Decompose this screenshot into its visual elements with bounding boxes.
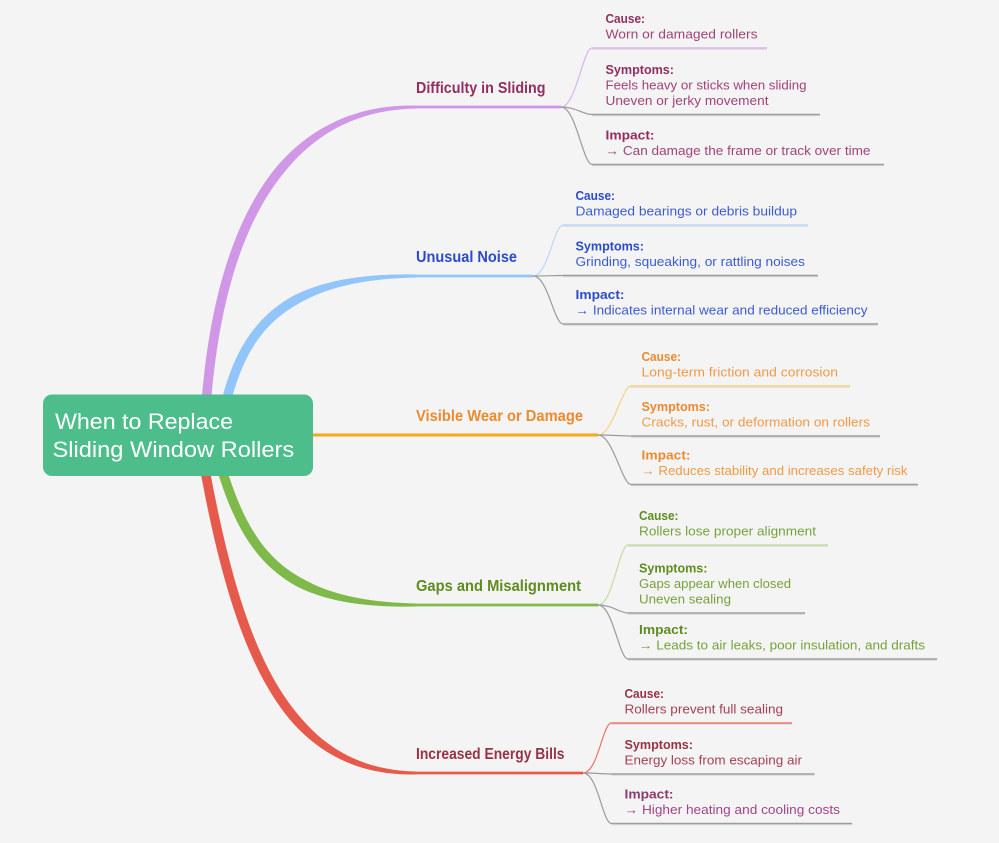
svg-text:Increased Energy Bills: Increased Energy Bills [416, 746, 565, 763]
svg-text:Cracks, rust, or deformation o: Cracks, rust, or deformation on rollers [642, 415, 871, 430]
svg-text:→ Reduces stability and increa: → Reduces stability and increases safety… [642, 463, 909, 478]
svg-text:→ Indicates internal wear and: → Indicates internal wear and reduced ef… [576, 303, 869, 318]
svg-text:Sliding Window Rollers: Sliding Window Rollers [53, 437, 295, 462]
svg-text:Symptoms:: Symptoms: [576, 239, 645, 254]
svg-text:Cause:: Cause: [576, 188, 616, 203]
svg-text:Impact:: Impact: [625, 787, 674, 802]
svg-text:Symptoms:: Symptoms: [606, 62, 675, 77]
svg-text:Cause:: Cause: [642, 349, 682, 364]
svg-text:Damaged bearings or debris bui: Damaged bearings or debris buildup [576, 204, 798, 219]
svg-text:Symptoms:: Symptoms: [642, 399, 711, 414]
svg-text:Uneven sealing: Uneven sealing [639, 592, 731, 607]
svg-text:Uneven or jerky movement: Uneven or jerky movement [606, 93, 769, 108]
svg-text:Long-term friction and corrosi: Long-term friction and corrosion [642, 365, 839, 380]
svg-text:Impact:: Impact: [639, 622, 688, 637]
svg-text:Difficulty in Sliding: Difficulty in Sliding [416, 80, 546, 97]
svg-text:Impact:: Impact: [576, 287, 625, 302]
svg-text:Symptoms:: Symptoms: [639, 561, 708, 576]
svg-text:Symptoms:: Symptoms: [625, 737, 694, 752]
svg-text:Cause:: Cause: [639, 508, 679, 523]
svg-text:Impact:: Impact: [642, 448, 691, 463]
svg-text:When to Replace: When to Replace [55, 409, 233, 434]
svg-text:Gaps appear when closed: Gaps appear when closed [639, 576, 791, 591]
svg-text:Impact:: Impact: [606, 128, 655, 143]
svg-text:→ Higher heating and cooling c: → Higher heating and cooling costs [625, 802, 841, 817]
svg-text:→ Can damage the frame or trac: → Can damage the frame or track over tim… [606, 143, 871, 158]
svg-text:Grinding, squeaking, or rattli: Grinding, squeaking, or rattling noises [576, 254, 806, 269]
svg-text:Unusual Noise: Unusual Noise [416, 249, 517, 266]
svg-text:Cause:: Cause: [606, 11, 646, 26]
svg-text:Rollers prevent full sealing: Rollers prevent full sealing [625, 702, 784, 717]
svg-text:Feels heavy or sticks when sli: Feels heavy or sticks when sliding [606, 78, 807, 93]
svg-text:Energy loss from escaping air: Energy loss from escaping air [625, 753, 803, 768]
svg-text:Cause:: Cause: [625, 686, 665, 701]
svg-text:→ Leads to air leaks, poor ins: → Leads to air leaks, poor insulation, a… [639, 638, 926, 653]
svg-text:Rollers lose proper alignment: Rollers lose proper alignment [639, 524, 816, 539]
svg-text:Gaps and Misalignment: Gaps and Misalignment [416, 578, 582, 595]
svg-text:Worn or damaged rollers: Worn or damaged rollers [606, 27, 759, 42]
svg-text:Visible Wear or Damage: Visible Wear or Damage [416, 408, 583, 425]
